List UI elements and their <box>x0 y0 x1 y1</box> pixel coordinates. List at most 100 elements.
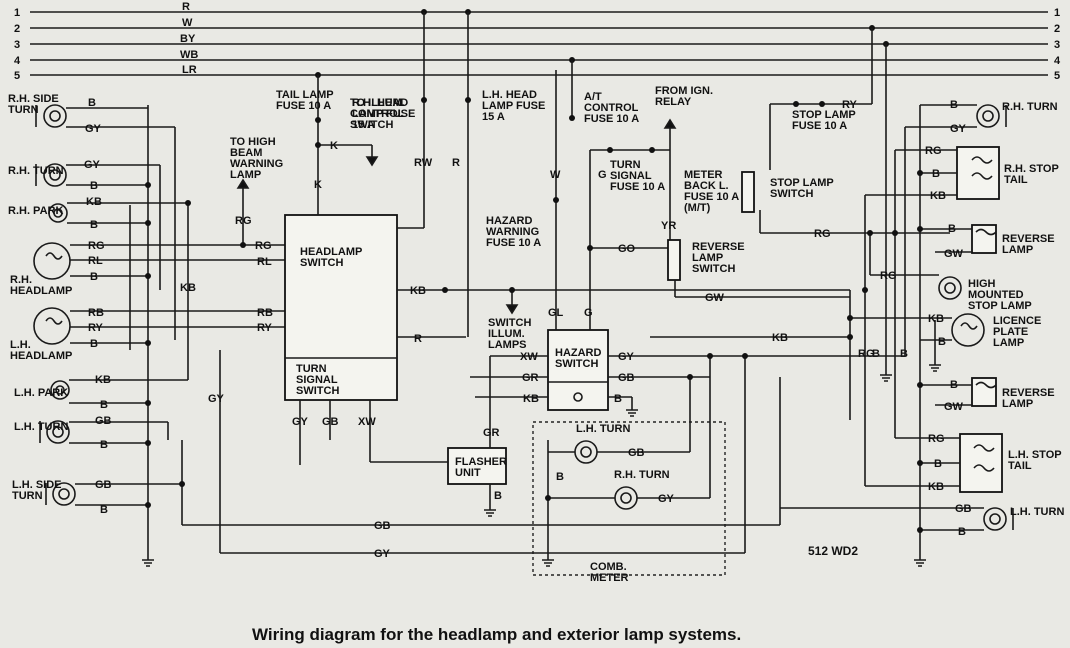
lh-park-label: L.H. PARK <box>14 387 68 399</box>
svg-text:GY: GY <box>208 393 225 405</box>
svg-text:B: B <box>494 490 502 502</box>
svg-text:W: W <box>550 169 561 181</box>
svg-text:GW: GW <box>705 292 725 304</box>
bus-num-left-5: 5 <box>14 70 20 82</box>
svg-text:RY: RY <box>842 99 858 111</box>
bus-num-left-2: 2 <box>14 23 20 35</box>
bus-num-left-3: 3 <box>14 39 20 51</box>
lh-turn-label: L.H. TURN <box>14 421 68 433</box>
rh-turn-label: R.H. TURN <box>8 165 64 177</box>
svg-text:R: R <box>452 157 460 169</box>
from-ign-note: FROM IGN.RELAY <box>655 85 713 108</box>
bottom-wires: GB GY <box>182 350 781 560</box>
svg-text:KB: KB <box>180 282 196 294</box>
svg-text:KB: KB <box>930 190 946 202</box>
svg-text:GY: GY <box>292 416 309 428</box>
svg-text:K: K <box>330 140 338 152</box>
bus-num-right-2: 2 <box>1054 23 1060 35</box>
svg-text:RL: RL <box>88 255 103 267</box>
svg-text:KB: KB <box>410 285 426 297</box>
bus-num-left-4: 4 <box>14 55 21 67</box>
bus-lines: 1 2 3 4 5 1 2 3 4 5 R W BY WB LR <box>14 1 1061 82</box>
svg-text:KB: KB <box>523 393 539 405</box>
svg-text:KB: KB <box>86 196 102 208</box>
svg-text:GO: GO <box>618 243 636 255</box>
svg-text:G: G <box>584 307 593 319</box>
svg-text:B: B <box>90 180 98 192</box>
bus-color-2: W <box>182 17 193 29</box>
svg-text:B: B <box>90 271 98 283</box>
svg-text:GY: GY <box>618 351 635 363</box>
svg-text:GL: GL <box>548 307 564 319</box>
svg-text:GB: GB <box>322 416 339 428</box>
svg-text:RL: RL <box>257 256 272 268</box>
figure-caption: Wiring diagram for the headlamp and exte… <box>252 625 741 644</box>
bus-num-right-4: 4 <box>1054 55 1061 67</box>
svg-text:B: B <box>958 526 966 538</box>
svg-text:GB: GB <box>95 415 112 427</box>
bus-num-right-1: 1 <box>1054 7 1060 19</box>
r-rh-turn-label: R.H. TURN <box>1002 101 1058 113</box>
svg-text:GY: GY <box>950 123 967 135</box>
svg-text:XW: XW <box>520 351 538 363</box>
svg-text:B: B <box>872 348 880 360</box>
diagram-code: 512 WD2 <box>808 544 858 558</box>
svg-text:B: B <box>950 99 958 111</box>
svg-text:GR: GR <box>522 372 539 384</box>
svg-text:B: B <box>100 399 108 411</box>
svg-text:KB: KB <box>772 332 788 344</box>
svg-text:G: G <box>598 169 607 181</box>
meter-rh-turn-label: R.H. TURN <box>614 469 670 481</box>
svg-text:RY: RY <box>88 322 104 334</box>
svg-text:GW: GW <box>944 401 964 413</box>
svg-text:B: B <box>90 338 98 350</box>
svg-text:RB: RB <box>88 307 104 319</box>
svg-text:RG: RG <box>925 145 942 157</box>
svg-text:B: B <box>90 219 98 231</box>
svg-text:KB: KB <box>95 374 111 386</box>
svg-text:B: B <box>900 348 908 360</box>
svg-text:R: R <box>414 333 422 345</box>
comb-meter-label: COMB.METER <box>590 561 629 584</box>
svg-text:B: B <box>556 471 564 483</box>
svg-text:B: B <box>932 168 940 180</box>
svg-text:GY: GY <box>658 493 675 505</box>
lh-headlamp-label: L.H.HEADLAMP <box>10 339 72 362</box>
svg-text:RB: RB <box>257 307 273 319</box>
svg-text:B: B <box>934 458 942 470</box>
svg-text:GB: GB <box>955 503 972 515</box>
svg-text:RG: RG <box>880 270 897 282</box>
r-lh-turn-label: L.H. TURN <box>1010 506 1064 518</box>
svg-text:GB: GB <box>618 372 635 384</box>
svg-text:GW: GW <box>944 248 964 260</box>
bus-color-4: WB <box>180 49 198 61</box>
bus-color-3: BY <box>180 33 196 45</box>
svg-text:GY: GY <box>85 123 102 135</box>
